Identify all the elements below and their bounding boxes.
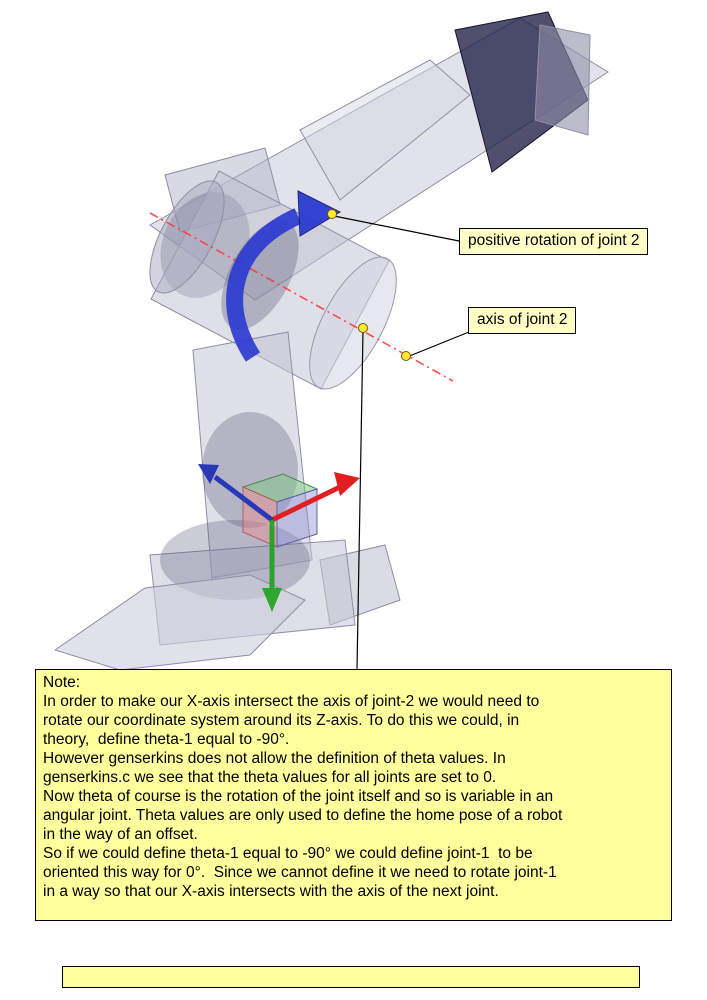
- rotation-arrow-head: [297, 190, 342, 237]
- red-axis-arrow: [270, 472, 360, 523]
- arm-slab-highlight: [299, 59, 471, 201]
- axis-marker-mid: [358, 323, 368, 333]
- note-line: in the way of an offset.: [43, 826, 198, 843]
- note-line: angular joint. Theta values are only use…: [43, 807, 563, 824]
- wrist-cap: [534, 24, 591, 136]
- note-line: In order to make our X-axis intersect th…: [43, 693, 540, 710]
- note-line: oriented this way for 0°. Since we canno…: [43, 864, 557, 881]
- coordinate-frame: [198, 464, 360, 612]
- callout-axis-of-joint2: axis of joint 2: [468, 307, 577, 334]
- note-line: in a way so that our X-axis intersects w…: [43, 883, 499, 900]
- blue-axis-arrow: [198, 464, 274, 522]
- joint2-cylinder-end-cap: [309, 256, 397, 390]
- joint2-cylinder-left-cap: [149, 180, 225, 294]
- leader-line-rotation: [333, 215, 460, 242]
- axis-marker-rotation-tip: [327, 209, 337, 219]
- axis-marker-outer: [401, 351, 411, 361]
- leader-line-vertical: [356, 330, 364, 670]
- green-axis-arrow: [262, 520, 282, 612]
- note-line: theory, define theta-1 equal to -90°.: [43, 731, 290, 748]
- note-line: However genserkins does not allow the de…: [43, 750, 506, 767]
- note-title: Note:: [43, 674, 81, 691]
- callout-positive-rotation-joint2: positive rotation of joint 2: [459, 228, 649, 255]
- note-line: genserkins.c we see that the theta value…: [43, 769, 497, 786]
- next-note-partial-strip: [62, 966, 640, 988]
- rotation-arrow: [226, 190, 342, 362]
- leader-line-axis: [406, 331, 470, 358]
- note-line: rotate our coordinate system around its …: [43, 712, 520, 729]
- note-line: So if we could define theta-1 equal to -…: [43, 845, 533, 862]
- note-box: Note: In order to make our X-axis inters…: [35, 669, 672, 921]
- robot-arm-graphic: [53, 11, 609, 671]
- note-line: Now theta of course is the rotation of t…: [43, 788, 554, 805]
